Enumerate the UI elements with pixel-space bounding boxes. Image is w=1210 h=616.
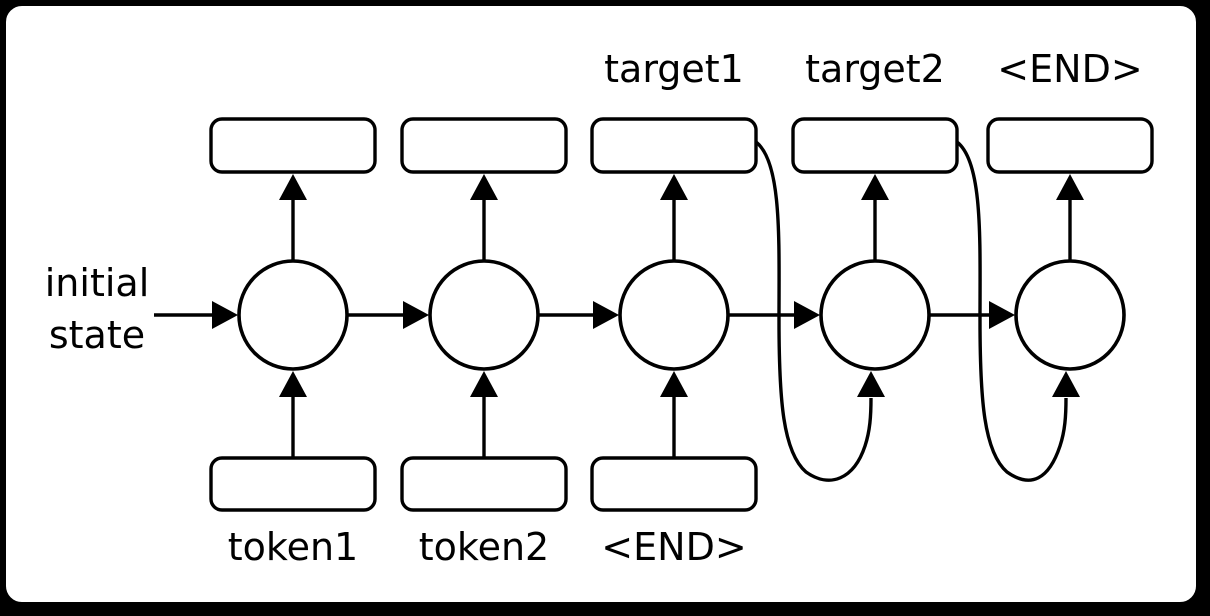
feedback-curve-head-1 bbox=[1052, 371, 1080, 397]
cell-to-output-arrow-0-head bbox=[279, 174, 307, 200]
rnn-cell-2 bbox=[618, 259, 730, 371]
state-arrow-2-3-head bbox=[794, 301, 820, 329]
state-arrow-3-4-head bbox=[989, 301, 1015, 329]
input-box-0 bbox=[209, 456, 377, 512]
input-to-cell-arrow-0-head bbox=[279, 371, 307, 397]
output-label-0: target1 bbox=[604, 47, 744, 91]
feedback-curve-0 bbox=[754, 140, 873, 482]
initial-state-label: initial state bbox=[44, 261, 150, 357]
input-to-cell-arrow-2-head bbox=[660, 371, 688, 397]
feedback-curve-1 bbox=[955, 140, 1068, 482]
output-box-0 bbox=[209, 117, 377, 174]
rnn-cell-3 bbox=[819, 259, 931, 371]
output-label-2: <END> bbox=[997, 47, 1143, 91]
output-box-2 bbox=[590, 117, 758, 174]
cell-to-output-arrow-4-head bbox=[1056, 174, 1084, 200]
input-box-1 bbox=[400, 456, 568, 512]
state-arrow-0-1-head bbox=[403, 301, 429, 329]
cell-to-output-arrow-3-head bbox=[861, 174, 889, 200]
output-box-3 bbox=[791, 117, 959, 174]
rnn-cell-1 bbox=[428, 259, 540, 371]
initial-state-arrow-head bbox=[212, 301, 238, 329]
state-arrow-1-2-head bbox=[593, 301, 619, 329]
output-box-4 bbox=[986, 117, 1154, 174]
rnn-cell-0 bbox=[237, 259, 349, 371]
feedback-curve-head-0 bbox=[857, 371, 885, 397]
cell-to-output-arrow-2-head bbox=[660, 174, 688, 200]
cell-to-output-arrow-1-head bbox=[470, 174, 498, 200]
output-box-1 bbox=[400, 117, 568, 174]
input-label-1: token2 bbox=[418, 525, 550, 569]
input-label-2: <END> bbox=[601, 525, 747, 569]
rnn-cell-4 bbox=[1014, 259, 1126, 371]
input-label-0: token1 bbox=[227, 525, 359, 569]
input-box-2 bbox=[590, 456, 758, 512]
output-label-1: target2 bbox=[805, 47, 945, 91]
input-to-cell-arrow-1-head bbox=[470, 371, 498, 397]
